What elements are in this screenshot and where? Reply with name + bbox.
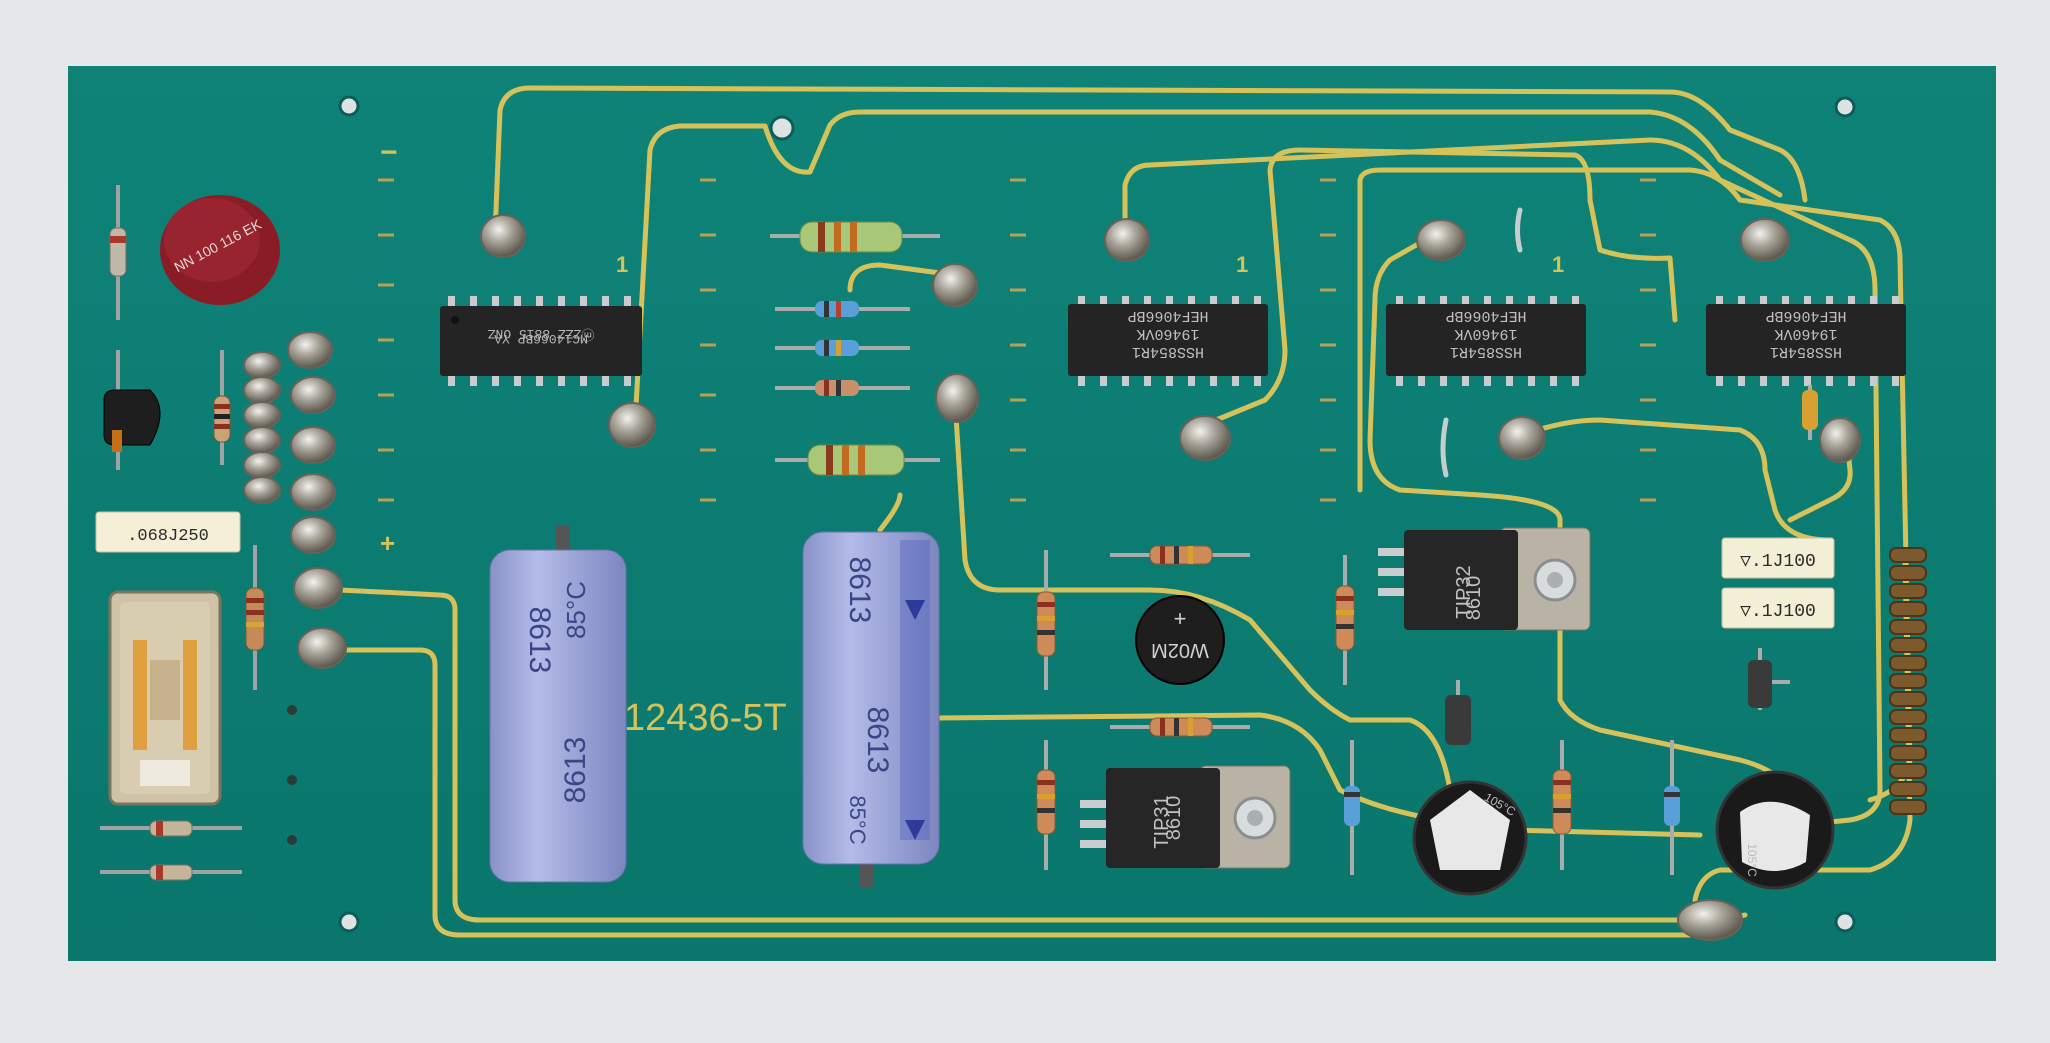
diode-blue-vert-2 — [1664, 740, 1680, 875]
ic-label-line3: HSS854R1 — [1450, 343, 1522, 360]
resistor-blue-2 — [775, 340, 910, 356]
ic-chip-hef4066-3: HEF4066BP 19460VK HSS854R1 — [1706, 296, 1906, 386]
pin1-mark: 1 — [1236, 252, 1248, 277]
electrolytic-capacitor-1: 8613 85°C 8613 — [489, 525, 627, 883]
through-holes — [287, 705, 297, 845]
transistor-tip31: 8610 TIP31 — [1080, 765, 1291, 869]
resistor-vertical-left-2 — [245, 545, 265, 690]
small-electrolytic-2: 105°C — [1715, 770, 1835, 890]
film-capacitor-right-1: ▽.1J100 — [1721, 537, 1835, 579]
cap-code: 8613 — [861, 707, 894, 774]
ic-label-line1: MC14066BP YA — [494, 331, 588, 346]
transistor-tip32: 8610 TIP32 — [1378, 527, 1591, 631]
resistor-vertical-left — [213, 350, 231, 465]
diode-horizontal-1 — [100, 820, 242, 837]
resistor-brown-mid — [775, 380, 910, 396]
film-cap-label: ▽.1J100 — [1740, 552, 1816, 572]
diode-blue-vert-1 — [1344, 740, 1360, 875]
cap-code: 8613 — [523, 607, 556, 674]
ic-label-line2: 19460VK — [1454, 325, 1517, 342]
cap-temp: 85°C — [845, 795, 870, 844]
resistor-blue-1 — [775, 301, 910, 317]
resistor-green-top — [770, 221, 940, 253]
resistor-vert-1045 — [1036, 550, 1056, 690]
electrolytic-capacitor-2: 8613 8613 85°C — [802, 531, 940, 888]
resistor-horiz-1180b — [1110, 717, 1250, 737]
connector-marks — [378, 178, 1656, 502]
film-cap-label: .068J250 — [127, 527, 209, 546]
solder-cluster — [243, 331, 347, 669]
small-cap-label: 105°C — [1745, 843, 1759, 877]
film-capacitor-068: .068J250 — [95, 511, 241, 553]
ic-chip-mc14066: MC14066BP YA ⓜZZZ 8815 ONZ — [440, 296, 642, 386]
pin1-mark: 1 — [1552, 252, 1564, 277]
film-cap-label: ▽.1J100 — [1740, 602, 1816, 622]
ic-label-line2: 19460VK — [1136, 325, 1199, 342]
transistor-name: TIP31 — [1151, 795, 1173, 848]
ic-label-line2: ⓜZZZ 8815 ONZ — [487, 326, 594, 341]
via-pads — [480, 214, 1861, 941]
relay — [108, 590, 222, 806]
cap-code: 8613 — [559, 737, 592, 804]
transistor-code: 8610 — [1163, 796, 1185, 841]
transistor-to92-mid — [1445, 680, 1471, 745]
ic-chip-hef4066-2: HEF4066BP 19460VK HSS854R1 — [1386, 296, 1586, 386]
varistor-disc: NN 100 116 EK — [160, 195, 280, 305]
transistor-to92-right — [1748, 648, 1790, 710]
cap-code: 8613 — [843, 557, 876, 624]
polarity-plus: + — [380, 528, 395, 558]
ic-label-line2: 19460VK — [1774, 325, 1837, 342]
small-electrolytic-1: 105°C — [1412, 780, 1528, 896]
film-capacitor-right-2: ▽.1J100 — [1721, 587, 1835, 629]
resistor-vert-1810 — [1802, 385, 1818, 440]
bridge-plus: + — [1174, 606, 1187, 631]
jumper-wires — [1440, 207, 1523, 478]
resistor-green-bottom — [775, 444, 940, 476]
transistor-code: 8610 — [1463, 576, 1485, 621]
ic-label-line1: HEF4066BP — [1445, 307, 1526, 324]
resistor-vert-1045b — [1036, 740, 1056, 870]
cap-temp: 85°C — [561, 581, 591, 639]
bridge-rectifier: + W02M — [1135, 595, 1225, 685]
transistor-to92-left — [103, 350, 161, 470]
ic-label-line1: HEF4066BP — [1765, 307, 1846, 324]
ic-label-line1: HEF4066BP — [1127, 307, 1208, 324]
transistor-name: TIP32 — [1453, 565, 1475, 618]
ic-label-line3: HSS854R1 — [1770, 343, 1842, 360]
pcb-board — [68, 66, 1996, 961]
ic-label-line3: HSS854R1 — [1132, 343, 1204, 360]
bridge-label: W02M — [1151, 639, 1209, 661]
resistor-horiz-1180 — [1110, 545, 1250, 565]
diode-horizontal-2 — [100, 864, 242, 881]
copper-traces — [337, 85, 1913, 938]
resistor-vert-1345 — [1335, 555, 1355, 685]
ic-chip-hef4066-1: HEF4066BP 19460VK HSS854R1 — [1068, 296, 1268, 386]
board-code: 12436-5T — [624, 697, 787, 739]
pin1-mark: 1 — [616, 252, 628, 277]
mounting-holes — [338, 95, 1856, 933]
diode-vertical — [109, 185, 127, 320]
pad-strip-right — [1889, 547, 1927, 815]
polarity-minus: − — [380, 136, 398, 169]
resistor-vert-1560 — [1552, 740, 1572, 870]
